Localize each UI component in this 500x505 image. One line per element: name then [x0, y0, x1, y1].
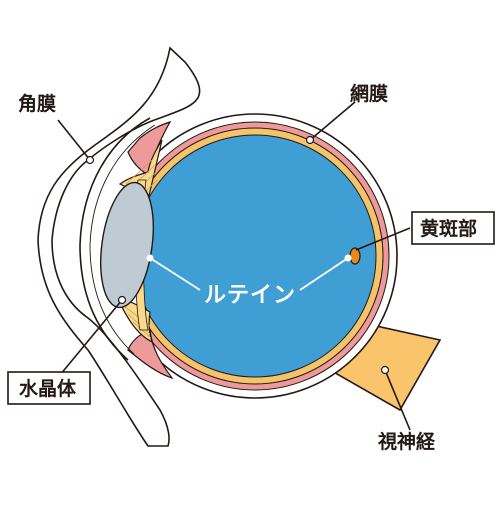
dot-cornea — [85, 155, 95, 165]
vitreous-body — [133, 134, 377, 378]
dot-lutein-right — [344, 254, 352, 262]
label-retina: 網膜 — [350, 82, 388, 105]
macula — [349, 247, 361, 265]
dot-lutein-left — [146, 254, 154, 262]
label-optic-nerve: 視神経 — [377, 430, 436, 453]
lens-label-box — [7, 371, 91, 405]
label-lutein: ルテイン — [204, 283, 296, 308]
leader-lutein-right — [299, 257, 349, 291]
lens — [100, 181, 154, 309]
cornea — [79, 117, 151, 361]
leader-macula — [355, 227, 411, 251]
dot-retina — [305, 135, 315, 145]
iris-lower — [127, 329, 174, 380]
dot-lens — [117, 295, 127, 305]
leader-lens — [59, 299, 123, 376]
dot-optic-nerve — [380, 365, 390, 375]
label-lens: 水晶体 — [19, 377, 77, 400]
leader-lutein-left — [149, 257, 201, 291]
label-macula: 黄斑部 — [420, 217, 477, 240]
leader-cornea — [57, 119, 91, 161]
leader-retina — [309, 101, 356, 141]
sclera-outline — [37, 46, 201, 447]
label-cornea: 角膜 — [18, 92, 56, 115]
leader-optic-nerve — [384, 369, 411, 431]
cornea-inner — [89, 124, 156, 355]
macula-label-box — [411, 211, 495, 245]
